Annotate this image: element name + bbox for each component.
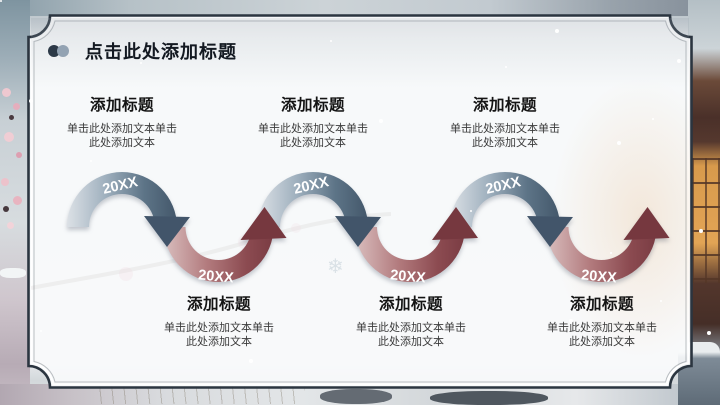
lattice-window-decor (692, 158, 720, 283)
branch-decor (3, 206, 9, 212)
plum-blossom-decor (7, 222, 14, 229)
item-heading[interactable]: 添加标题 (569, 296, 634, 313)
item-body[interactable]: 单击此处添加文本单击此处添加文本 (547, 322, 657, 348)
rock-decor (430, 391, 548, 405)
background-roof-strip (0, 0, 720, 16)
frame-inner-thin-line (33, 20, 687, 383)
grass-decor (95, 386, 305, 404)
item-heading[interactable]: 添加标题 (472, 97, 537, 114)
item-heading[interactable]: 添加标题 (280, 97, 345, 114)
timeline-text-top-3[interactable]: 添加标题 单击此处添加文本单击此处添加文本 (425, 93, 585, 150)
timeline-text-bottom-1[interactable]: 添加标题 单击此处添加文本单击此处添加文本 (139, 292, 299, 349)
plum-blossom-decor (16, 152, 22, 158)
item-body[interactable]: 单击此处添加文本单击此处添加文本 (450, 123, 560, 149)
slide-title-block[interactable]: 点击此处添加标题 (48, 38, 237, 64)
roof-shadow-wash (31, 18, 689, 88)
item-body[interactable]: 单击此处添加文本单击此处添加文本 (258, 123, 368, 149)
item-body[interactable]: 单击此处添加文本单击此处添加文本 (164, 322, 274, 348)
branch-decor (9, 115, 14, 120)
timeline-text-bottom-2[interactable]: 添加标题 单击此处添加文本单击此处添加文本 (331, 292, 491, 349)
plum-blossom-decor (13, 103, 20, 110)
item-body[interactable]: 单击此处添加文本单击此处添加文本 (67, 123, 177, 149)
rock-decor (320, 389, 392, 404)
frame-inner-white-line (30, 17, 690, 386)
plum-blossom-decor (2, 88, 11, 97)
plum-blossom-decor (1, 178, 9, 186)
title-bullet-light-icon (57, 45, 69, 57)
snow-branch-decor (0, 268, 26, 278)
snow-specks-decor (0, 0, 2, 2)
slide-title[interactable]: 点击此处添加标题 (85, 42, 237, 62)
plum-blossom-decor (4, 132, 14, 142)
item-body[interactable]: 单击此处添加文本单击此处添加文本 (356, 322, 466, 348)
timeline-text-top-1[interactable]: 添加标题 单击此处添加文本单击此处添加文本 (42, 93, 202, 150)
item-heading[interactable]: 添加标题 (186, 296, 251, 313)
timeline-text-top-2[interactable]: 添加标题 单击此处添加文本单击此处添加文本 (233, 93, 393, 150)
snowflake-icon: ❄ (327, 256, 344, 278)
timeline-text-bottom-3[interactable]: 添加标题 单击此处添加文本单击此处添加文本 (522, 292, 682, 349)
item-heading[interactable]: 添加标题 (378, 296, 443, 313)
item-heading[interactable]: 添加标题 (89, 97, 154, 114)
plum-blossom-decor (13, 196, 22, 205)
